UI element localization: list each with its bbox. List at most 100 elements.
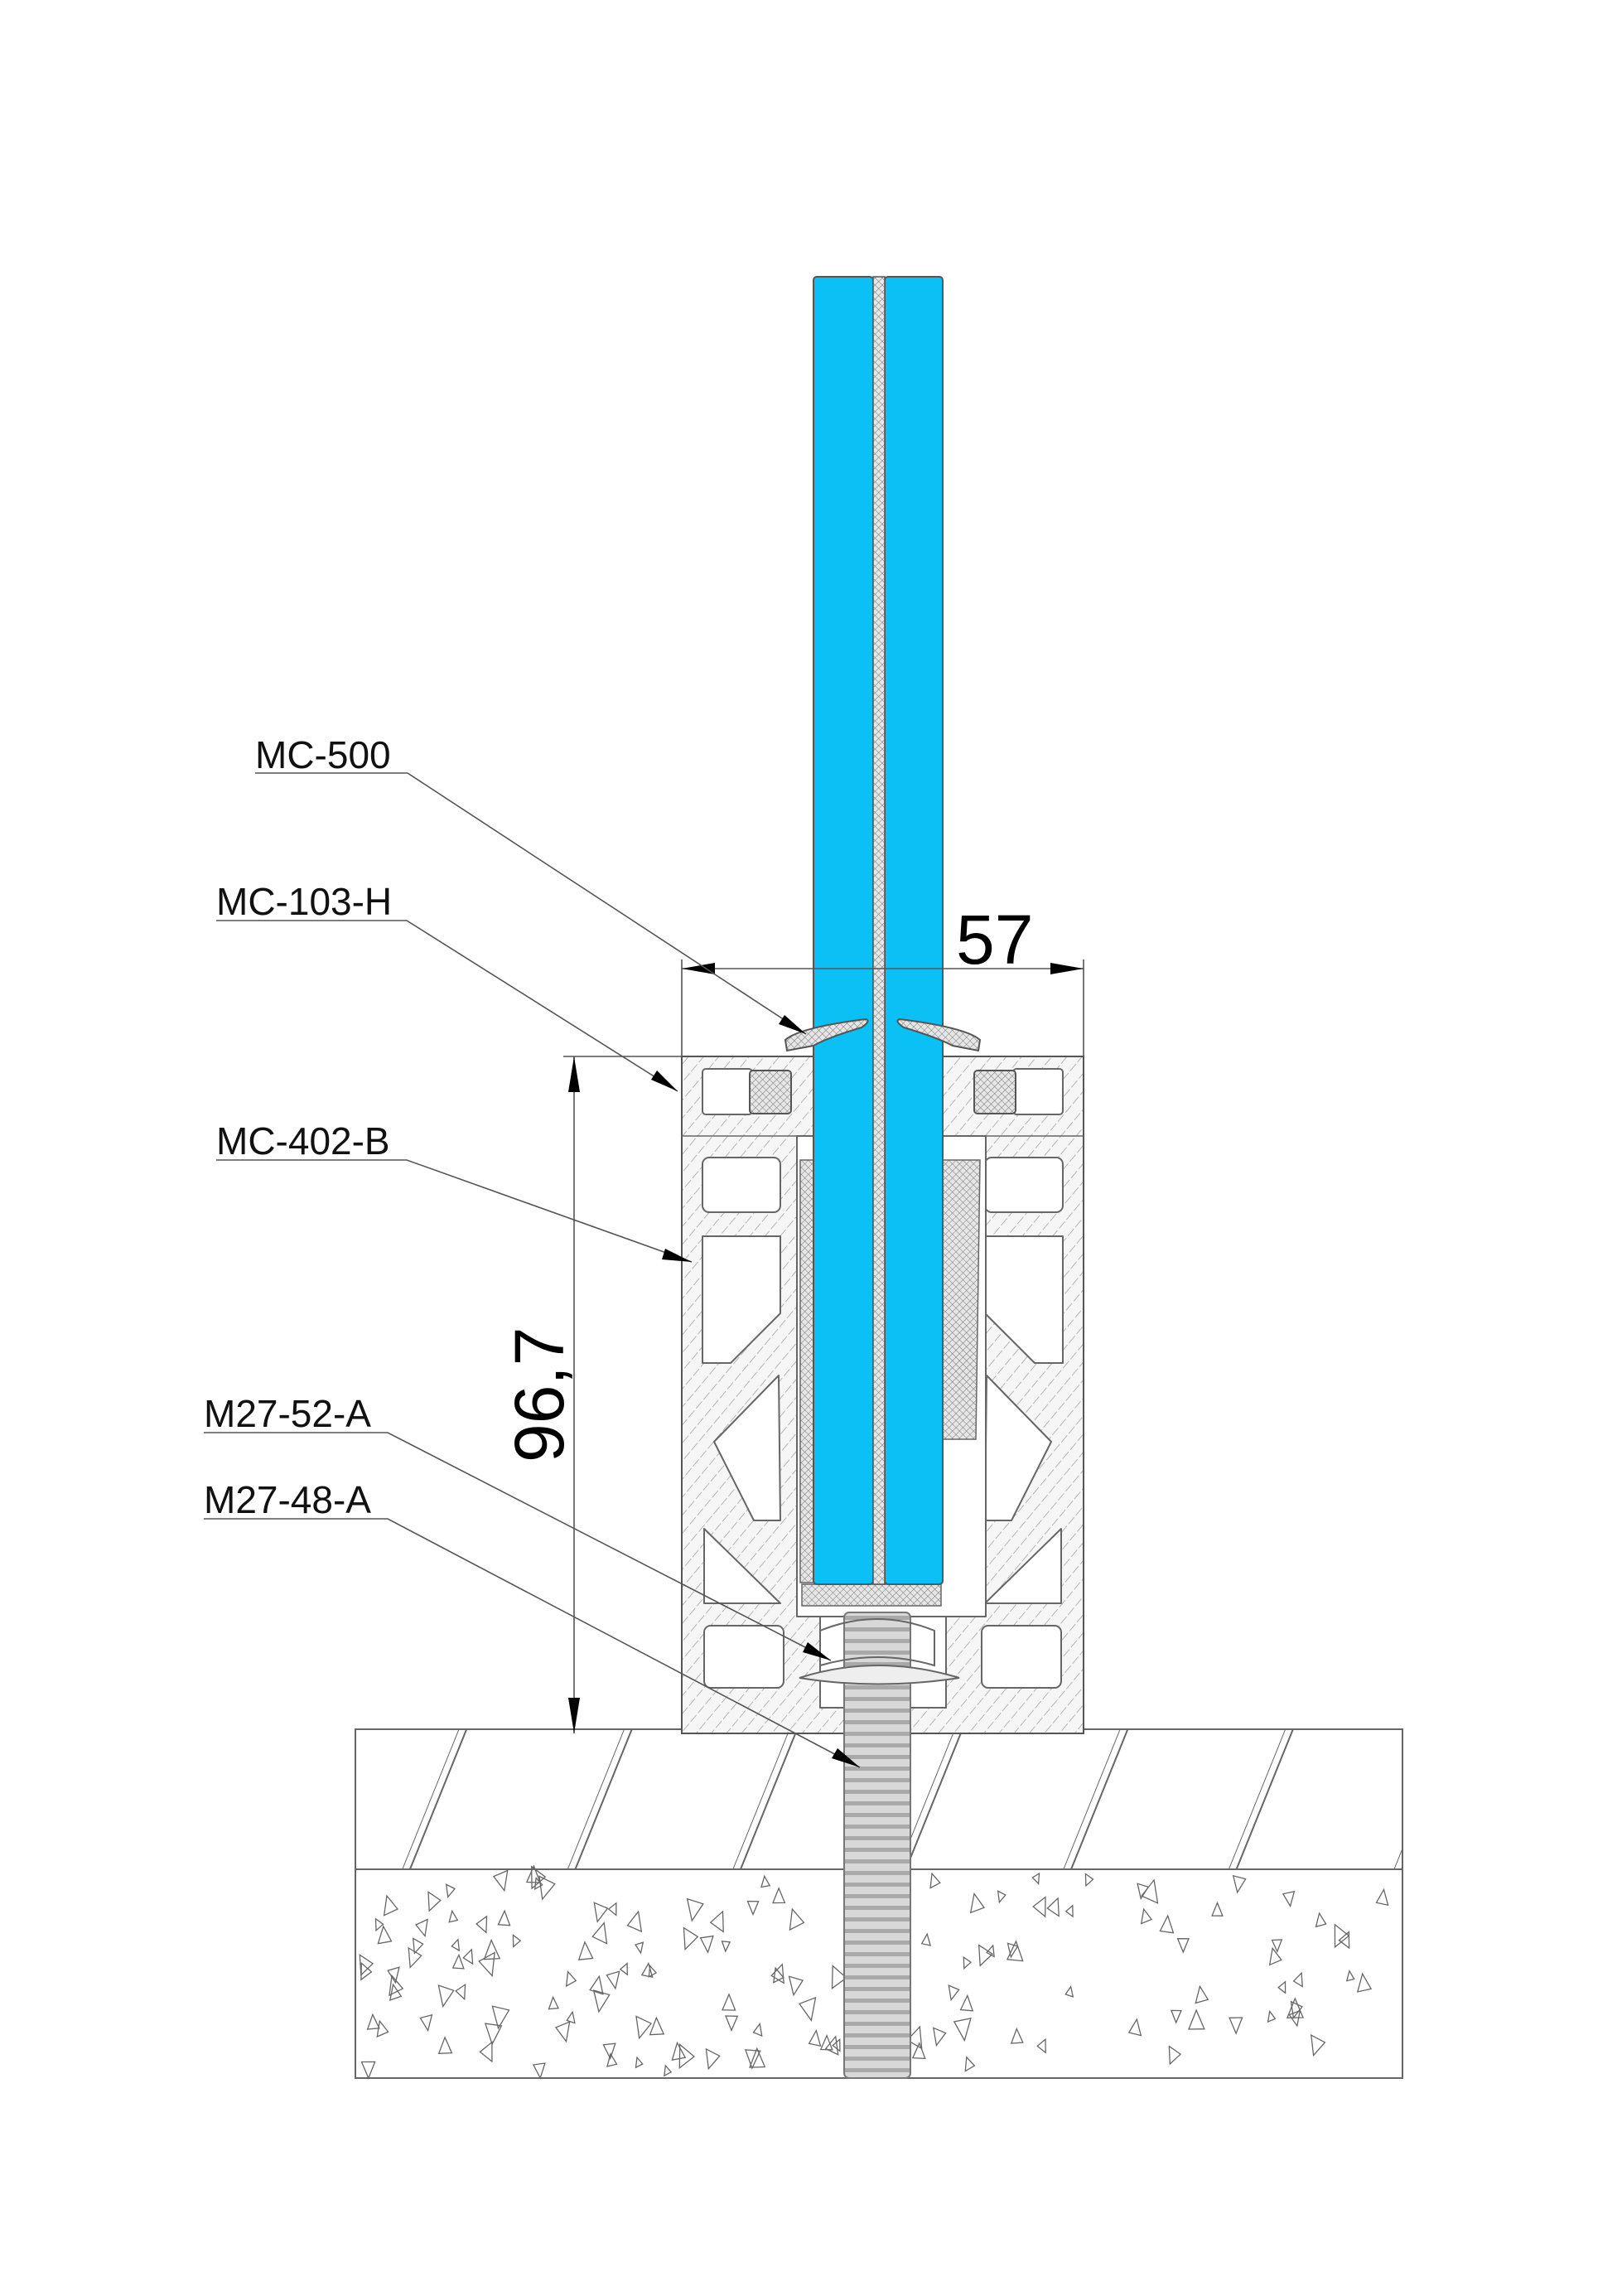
aggregate-mark xyxy=(1127,2018,1142,2037)
aggregate-mark xyxy=(1170,2009,1182,2024)
aggregate-mark xyxy=(760,1874,771,1888)
aggregate-mark xyxy=(1168,2045,1182,2066)
aggregate-mark xyxy=(964,2056,976,2072)
aggregate-mark xyxy=(671,2041,687,2062)
callout-label: M27-52-A xyxy=(204,1392,371,1435)
aggregate-mark xyxy=(1006,1940,1024,1962)
aggregate-mark xyxy=(530,1865,547,1890)
aggregate-mark xyxy=(1010,2027,1024,2044)
aggregate-mark xyxy=(437,2036,453,2054)
aggregate-mark xyxy=(986,1944,995,1958)
aggregate-mark xyxy=(626,1910,643,1933)
aggregate-mark xyxy=(1345,1970,1355,1982)
aggregate-mark xyxy=(749,2047,766,2068)
aggregate-mark xyxy=(686,1897,704,1922)
aggregate-mark xyxy=(1188,2008,1205,2030)
aggregate-mark xyxy=(1211,1901,1224,1917)
aggregate-mark xyxy=(591,1921,608,1945)
callout-label: MC-500 xyxy=(255,733,391,776)
aggregate-mark xyxy=(819,2033,833,2051)
aggregate-mark xyxy=(374,1917,384,1932)
aggregate-mark xyxy=(566,2010,576,2024)
aggregate-mark xyxy=(772,1887,786,1904)
aggregate-mark xyxy=(963,1955,973,1970)
aggregate-mark xyxy=(525,1864,542,1883)
aggregate-mark xyxy=(683,1926,699,1951)
aggregate-mark xyxy=(920,1932,932,1946)
aggregate-mark xyxy=(678,2043,696,2070)
aggregate-mark xyxy=(492,1869,509,1892)
aggregate-mark xyxy=(1271,1939,1283,1954)
clamp-mc-103-h xyxy=(749,1070,1016,1114)
aggregate-mark xyxy=(1311,2034,1326,2057)
aggregate-mark xyxy=(383,1894,399,1917)
aggregate-mark xyxy=(705,2047,721,2071)
aggregate-mark xyxy=(959,1994,974,2012)
dimension-width-value: 57 xyxy=(956,901,1033,979)
aggregate-mark xyxy=(532,2062,546,2080)
aggregate-mark xyxy=(475,1915,488,1934)
callout-m27-52-a: M27-52-A xyxy=(204,1392,832,1661)
aggregate-mark xyxy=(1140,1907,1153,1925)
dimension-height: 96,7 xyxy=(500,1056,682,1733)
laminated-glass-panel xyxy=(813,276,944,1585)
aggregate-mark xyxy=(1282,1890,1296,1908)
aggregate-mark xyxy=(478,1951,495,1978)
aggregate-mark xyxy=(577,1941,594,1960)
aggregate-mark xyxy=(565,1970,577,1988)
callout-label: MC-402-B xyxy=(216,1119,390,1163)
aggregate-mark xyxy=(554,2021,571,2043)
aggregate-mark xyxy=(1084,1873,1094,1888)
aggregate-mark xyxy=(788,1975,804,1997)
aggregate-mark xyxy=(366,2013,380,2030)
aggregate-mark xyxy=(491,2005,510,2030)
aggregate-mark xyxy=(1032,1896,1046,1918)
aggregate-mark xyxy=(389,1983,403,2001)
aggregate-mark xyxy=(1159,1914,1175,1934)
aggregate-mark xyxy=(1232,1874,1247,1894)
aggregate-mark xyxy=(1176,1938,1190,1954)
aggregate-mark xyxy=(1268,1946,1282,1966)
aggregate-mark xyxy=(589,1975,604,1995)
aggregate-mark xyxy=(1290,2000,1304,2019)
aggregate-mark xyxy=(412,1937,424,1955)
aggregate-mark xyxy=(408,1946,422,1969)
aggregate-mark xyxy=(606,2052,618,2067)
aggregate-mark xyxy=(824,2035,839,2056)
aggregate-mark xyxy=(831,1965,847,1990)
aggregate-mark xyxy=(932,2027,947,2047)
callout-label: M27-48-A xyxy=(204,1478,371,1521)
aggregate-mark xyxy=(1288,2009,1301,2028)
top-seal-mc-500 xyxy=(784,1017,982,1052)
aggregate-mark xyxy=(602,2042,616,2060)
aggregate-mark xyxy=(619,1962,628,1976)
aggregate-mark xyxy=(649,2016,665,2036)
aggregate-mark xyxy=(1007,1942,1019,1959)
aggregate-mark xyxy=(1031,1872,1040,1885)
aggregate-mark xyxy=(455,1983,466,2001)
aggregate-mark xyxy=(1292,1971,1303,1988)
washer-m27-52-a xyxy=(799,1618,960,1685)
threaded-rod-m27-48-a xyxy=(843,1612,911,2079)
aggregate-mark xyxy=(1036,2037,1046,2054)
aggregate-mark xyxy=(1267,2009,1277,2023)
aggregate-mark xyxy=(1356,1972,1373,1993)
aggregate-mark xyxy=(770,1963,784,1984)
aggregate-mark xyxy=(722,1993,736,2011)
aggregate-mark xyxy=(648,1965,658,1978)
aggregate-mark xyxy=(419,2013,433,2033)
aggregate-mark xyxy=(451,1953,465,1970)
aggregate-mark xyxy=(593,1902,609,1923)
aggregate-mark xyxy=(437,1984,455,2008)
aggregate-mark xyxy=(725,2015,739,2033)
aggregate-mark xyxy=(953,2018,972,2042)
aggregate-mark xyxy=(1277,1980,1286,1994)
aggregate-mark xyxy=(664,2064,673,2077)
aggregate-mark xyxy=(1338,1931,1350,1950)
aggregate-mark xyxy=(1064,1904,1074,1918)
callout-label: MC-103-H xyxy=(216,880,392,923)
aggregate-mark xyxy=(997,1890,1007,1904)
aggregate-mark xyxy=(635,2015,653,2040)
aggregate-mark xyxy=(808,2029,822,2047)
